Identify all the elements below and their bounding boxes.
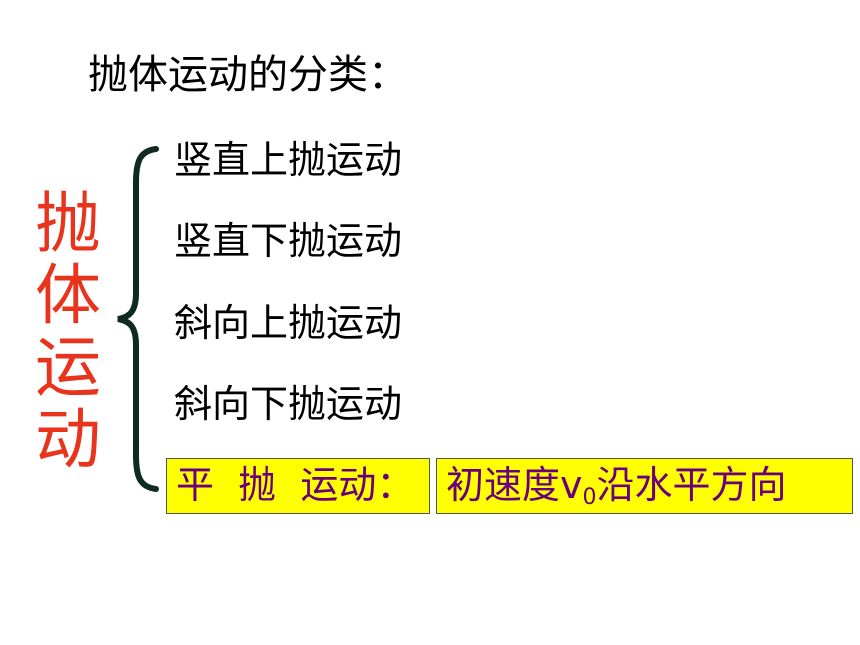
- highlight-label: 平 抛 运动：: [176, 463, 415, 507]
- highlight-description-box: 初速度v0沿水平方向: [436, 458, 853, 514]
- description-text-after: 沿水平方向: [596, 463, 787, 507]
- list-item: 竖直下抛运动: [174, 219, 403, 263]
- category-char: 动: [35, 401, 101, 478]
- list-item: 竖直上抛运动: [174, 138, 403, 182]
- highlight-label-box: 平 抛 运动：: [166, 458, 430, 514]
- description-text-before: 初速度v: [446, 463, 583, 507]
- slide-title: 抛体运动的分类：: [88, 52, 408, 98]
- list-item: 斜向上抛运动: [174, 301, 403, 345]
- category-label: 抛 体 运 动: [30, 188, 106, 476]
- category-char: 体: [35, 257, 101, 334]
- category-char: 运: [35, 329, 101, 406]
- category-char: 抛: [35, 185, 101, 262]
- curly-brace: [117, 146, 159, 492]
- description-subscript: 0: [582, 485, 597, 510]
- list-item: 斜向下抛运动: [174, 382, 403, 426]
